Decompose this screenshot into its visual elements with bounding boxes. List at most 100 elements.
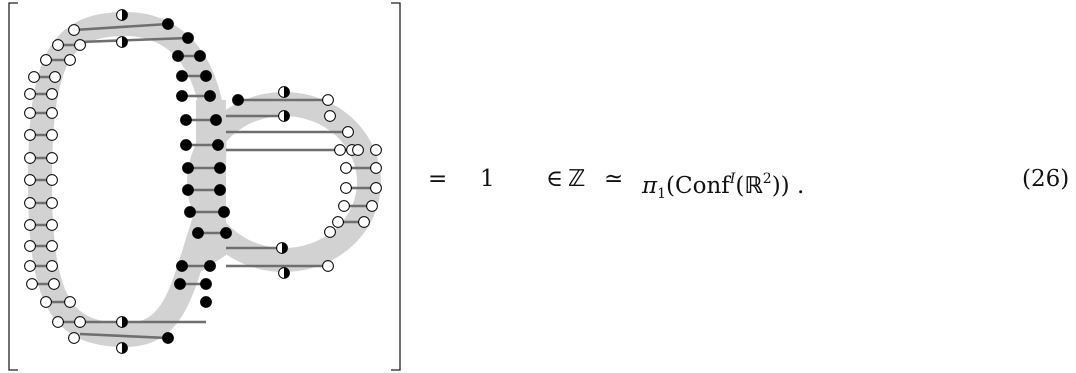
isomorphism-sign: ≃: [604, 166, 624, 192]
conf-superscript: I: [729, 171, 736, 187]
rung-line: [73, 22, 169, 32]
half-filled-point-fill: [284, 110, 290, 122]
filled-point: [180, 139, 192, 151]
open-point: [74, 39, 86, 51]
half-filled-point-fill: [122, 342, 128, 354]
open-point: [24, 152, 36, 164]
filled-point: [214, 184, 226, 196]
filled-point: [218, 206, 230, 218]
open-point: [322, 260, 334, 272]
braid-loop-diagram: [8, 2, 401, 371]
equals-sign: =: [428, 166, 448, 192]
open-point: [28, 71, 40, 83]
open-point: [370, 144, 382, 156]
open-point: [52, 316, 64, 328]
filled-point: [162, 332, 174, 344]
open-point: [46, 152, 58, 164]
filled-point: [204, 90, 216, 102]
open-point: [24, 197, 36, 209]
pi-subscript: 1: [657, 186, 667, 202]
open-point: [24, 129, 36, 141]
open-point: [49, 71, 61, 83]
open-point: [40, 296, 52, 308]
filled-point: [176, 90, 188, 102]
filled-point: [182, 184, 194, 196]
filled-point: [182, 162, 194, 174]
filled-point: [204, 260, 216, 272]
filled-point: [214, 162, 226, 174]
filled-point: [176, 70, 188, 82]
open-point: [332, 216, 344, 228]
half-filled-point-fill: [284, 86, 290, 98]
filled-point: [180, 114, 192, 126]
open-point: [24, 219, 36, 231]
filled-point: [220, 227, 232, 239]
filled-point: [192, 227, 204, 239]
open-point: [342, 126, 354, 138]
open-point: [370, 182, 382, 194]
open-point: [370, 162, 382, 174]
filled-point: [232, 94, 244, 106]
half-filled-point-fill: [122, 36, 128, 48]
fundamental-group-expression: π1(ConfI(ℝ2)) .: [642, 164, 804, 209]
loop-points: [24, 9, 382, 354]
filled-point: [200, 296, 212, 308]
open-point: [52, 39, 64, 51]
filled-point: [194, 50, 206, 62]
open-point: [46, 240, 58, 252]
filled-point: [182, 32, 194, 44]
rung-line: [79, 332, 169, 340]
rung-line: [79, 36, 189, 44]
reals-superscript: 2: [762, 171, 772, 187]
open-point: [366, 200, 378, 212]
open-point: [46, 129, 58, 141]
open-point: [358, 216, 370, 228]
left-bracket: [8, 2, 18, 371]
filled-point: [212, 139, 224, 151]
open-point: [64, 296, 76, 308]
integers-symbol: ℤ: [568, 166, 586, 192]
open-point: [352, 144, 364, 156]
filled-point: [176, 260, 188, 272]
filled-point: [184, 206, 196, 218]
open-point: [46, 219, 58, 231]
open-point: [26, 278, 38, 290]
filled-point: [162, 18, 174, 30]
filled-point: [200, 278, 212, 290]
open-point: [68, 24, 80, 36]
half-filled-point-fill: [282, 242, 288, 254]
filled-point: [200, 70, 212, 82]
half-filled-point-fill: [122, 316, 128, 328]
element-of-sign: ∈: [546, 166, 564, 192]
open-point: [322, 94, 334, 106]
half-filled-point-fill: [122, 9, 128, 21]
open-point: [46, 174, 58, 186]
open-point: [24, 107, 36, 119]
open-point: [24, 174, 36, 186]
open-point: [46, 197, 58, 209]
open-paren: (: [666, 173, 676, 199]
filled-point: [210, 114, 222, 126]
open-point: [46, 260, 58, 272]
open-point: [24, 88, 36, 100]
open-point: [68, 332, 80, 344]
filled-point: [174, 278, 186, 290]
reals-symbol: ℝ: [744, 173, 763, 199]
conf-label: Conf: [675, 173, 730, 199]
equation-value: 1: [480, 166, 495, 192]
open-point: [24, 260, 36, 272]
open-point: [334, 144, 346, 156]
open-point: [46, 88, 58, 100]
half-filled-point-fill: [284, 267, 290, 279]
open-point: [24, 240, 36, 252]
open-point: [324, 110, 336, 122]
open-point: [64, 54, 76, 66]
open-point: [340, 162, 352, 174]
open-point: [74, 316, 86, 328]
close-parens: )) .: [771, 173, 805, 199]
open-point: [324, 226, 336, 238]
open-point: [340, 182, 352, 194]
equation-number: (26): [1022, 166, 1070, 192]
open-point: [48, 278, 60, 290]
open-point: [338, 200, 350, 212]
